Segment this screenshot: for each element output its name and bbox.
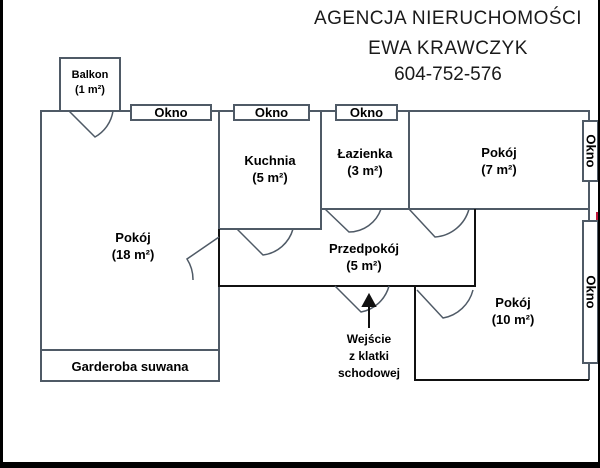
room-pokoj-18-area: (18 m²): [111, 247, 155, 262]
room-kuchnia-name: Kuchnia: [244, 153, 296, 168]
room-kuchnia-area: (5 m²): [252, 170, 288, 185]
entrance-line-1: Wejście: [346, 332, 392, 346]
room-pokoj-18: Pokój (18 m²): [83, 229, 183, 263]
agency-title: AGENCJA NIERUCHOMOŚCI: [313, 8, 583, 29]
room-lazienka-area: (3 m²): [347, 163, 383, 178]
room-kuchnia: Kuchnia (5 m²): [227, 152, 313, 186]
room-garderoba: Garderoba suwana: [45, 358, 215, 375]
door-living: [185, 236, 220, 281]
door-entrance: [334, 285, 390, 313]
room-pokoj-10-area: (10 m²): [491, 312, 535, 327]
room-pokoj-10: Pokój (10 m²): [463, 294, 563, 328]
door-room-10: [416, 289, 474, 319]
window-3: Okno: [335, 104, 398, 121]
entrance-line-3: schodowej: [337, 366, 400, 380]
hallway-wall: [218, 209, 476, 287]
agent-name: EWA KRAWCZYK: [368, 38, 528, 59]
room-przedpokoj: Przedpokój (5 m²): [309, 240, 419, 274]
room-balkon-name: Balkon: [71, 69, 109, 81]
door-balkon: [68, 110, 114, 138]
window-5-label: Okno: [583, 275, 598, 309]
room-balkon-area: (1 m²): [75, 84, 105, 96]
room-pokoj-10-name: Pokój: [495, 295, 531, 310]
room-lazienka: Łazienka (3 m²): [325, 145, 405, 179]
door-room-7: [408, 208, 470, 238]
room-pokoj-7-area: (7 m²): [481, 162, 517, 177]
window-1: Okno: [130, 104, 212, 121]
window-5: Okno: [582, 220, 598, 364]
entrance-label: Wejście z klatki schodowej: [329, 331, 409, 382]
room-balkon: Balkon (1 m²): [60, 68, 120, 98]
door-kitchen: [236, 228, 294, 256]
door-bathroom: [324, 208, 382, 233]
room-pokoj-7: Pokój (7 m²): [449, 144, 549, 178]
entrance-arrow: [361, 292, 377, 328]
entrance-line-2: z klatki: [348, 349, 390, 363]
agent-phone: 604-752-576: [394, 64, 502, 85]
room-przedpokoj-area: (5 m²): [346, 258, 382, 273]
room-10-wall: [414, 286, 589, 381]
room-pokoj-7-name: Pokój: [481, 145, 517, 160]
window-4: Okno: [582, 120, 598, 182]
window-4-label: Okno: [583, 134, 598, 168]
room-garderoba-name: Garderoba suwana: [71, 359, 189, 374]
window-2: Okno: [233, 104, 310, 121]
room-przedpokoj-name: Przedpokój: [328, 241, 400, 256]
room-lazienka-name: Łazienka: [337, 146, 393, 161]
room-pokoj-18-name: Pokój: [115, 230, 151, 245]
